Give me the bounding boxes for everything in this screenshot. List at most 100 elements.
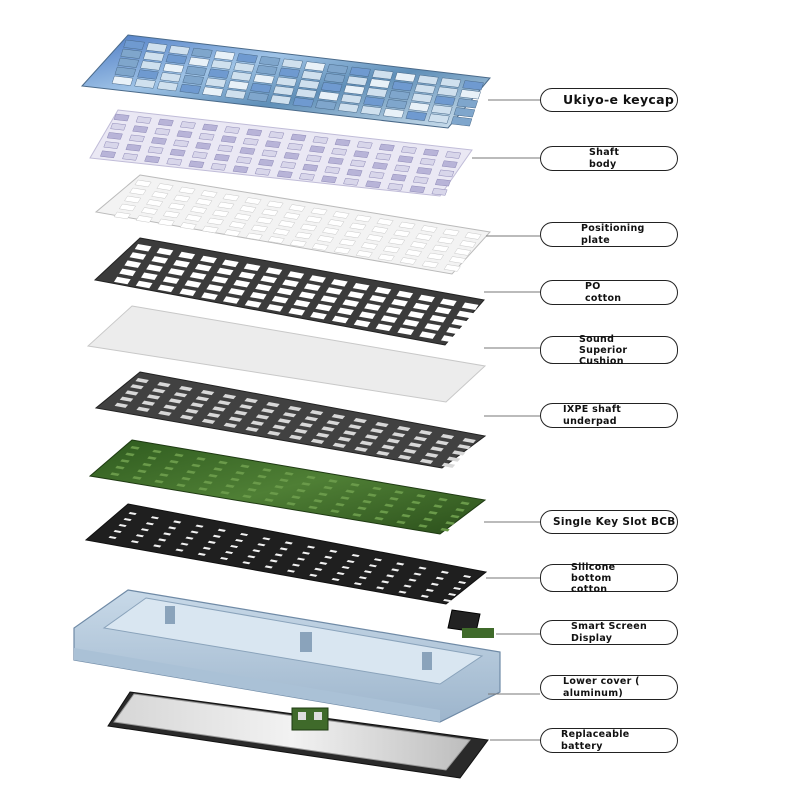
silicone-cutout [168,526,177,530]
ixpe-cutout [135,378,149,384]
silicone-cutout [123,518,132,522]
plate-cutout [443,264,461,272]
silicone-cutout [175,548,184,552]
silicone-cutout [425,588,434,592]
silicone-cutout [346,560,355,564]
po-cutout [266,304,284,312]
switch [125,143,142,152]
silicone-cutout [381,580,390,584]
po-cutout [440,335,458,343]
pcb-socket [120,459,130,463]
plate-cutout [442,228,460,237]
switch [242,137,259,146]
label-keycap: Ukiyo-e keycap [540,88,678,112]
ixpe-cutout [136,406,150,412]
plate-cutout [234,213,252,221]
silicone-cutout [202,546,211,550]
pcb-socket [279,478,289,483]
keycap [137,69,159,80]
switch [217,144,234,153]
switch [302,163,319,172]
keycap [366,87,388,98]
pcb-socket [460,501,470,506]
switch [151,137,168,145]
switch [394,164,411,173]
plate-cutout [283,212,301,220]
switch [258,158,275,167]
pcb-socket [262,468,272,472]
po-cutout [385,307,403,315]
ixpe-cutout [222,394,237,400]
ixpe-cutout [353,418,367,424]
keycap [349,66,371,77]
silicone-cutout [309,573,318,577]
keycap [162,63,185,74]
silicone-cutout [145,522,154,526]
switch [334,138,351,147]
label-pcb-text: Single Key Slot BCB [553,516,676,528]
pcb-socket [186,470,196,474]
switch [283,152,300,160]
plate-cutout [184,214,203,222]
switch [157,118,174,127]
plate-cutout [432,244,450,253]
pcb-socket [350,483,360,487]
switch [147,146,164,154]
plate-cutout [157,218,175,227]
po-cutout [124,260,142,268]
ixpe-cutout [195,396,210,402]
plate-cutout [266,200,284,209]
silicone-cutout [373,558,382,562]
po-cutout [287,271,305,279]
silicone-cutout [113,530,122,534]
switch [365,180,382,189]
ixpe-cutout [462,438,476,444]
switch [128,134,145,143]
ixpe-cutout [299,422,313,428]
keycap [340,93,363,104]
silicone-cutout [420,594,429,598]
keycap-grid [111,39,484,127]
switch [431,188,448,196]
silicone-cutout [118,524,127,528]
po-cutout [157,284,175,293]
po-cutout [255,283,272,292]
pcb-socket [235,471,245,475]
keycap [298,79,320,90]
po-cutout [206,284,224,292]
ixpe-cutout [207,412,221,418]
pcb-socket [401,513,411,518]
pcb-socket [110,472,120,477]
silicone-cutout [135,534,144,538]
plate-cutout [162,210,181,219]
switch [264,140,281,148]
ixpe-cutout [354,446,368,452]
pcb-socket [335,502,345,507]
ixpe-cutout [343,430,357,436]
switch [298,173,315,181]
plate-cutout [366,234,384,242]
label-battery-text: Replaceable battery [561,728,630,752]
ixpe-cutout [261,408,275,414]
silicone-cutout [269,559,278,563]
po-cutout [228,288,245,296]
label-sound-cushion-text: Sound Superior Cushion [579,333,628,367]
switch [224,126,241,134]
pcb-socket [450,514,460,519]
po-cutout [178,251,196,260]
plate-cutout [382,245,401,254]
switch [144,155,161,164]
silicone-cutout [220,557,229,561]
ixpe-underpad-layer [94,371,487,469]
ixpe-cutout [375,422,389,428]
switch [213,153,230,162]
ixpe-cutout [179,386,193,392]
plate-cutout [388,237,406,246]
silicone-cutout [257,543,266,547]
silicone-cutout [463,575,472,579]
silicone-cutout [430,582,439,586]
silicone-cutout [324,555,333,559]
po-cutout [238,271,256,280]
pcb-socket [225,484,235,488]
pcb-socket [164,466,174,471]
